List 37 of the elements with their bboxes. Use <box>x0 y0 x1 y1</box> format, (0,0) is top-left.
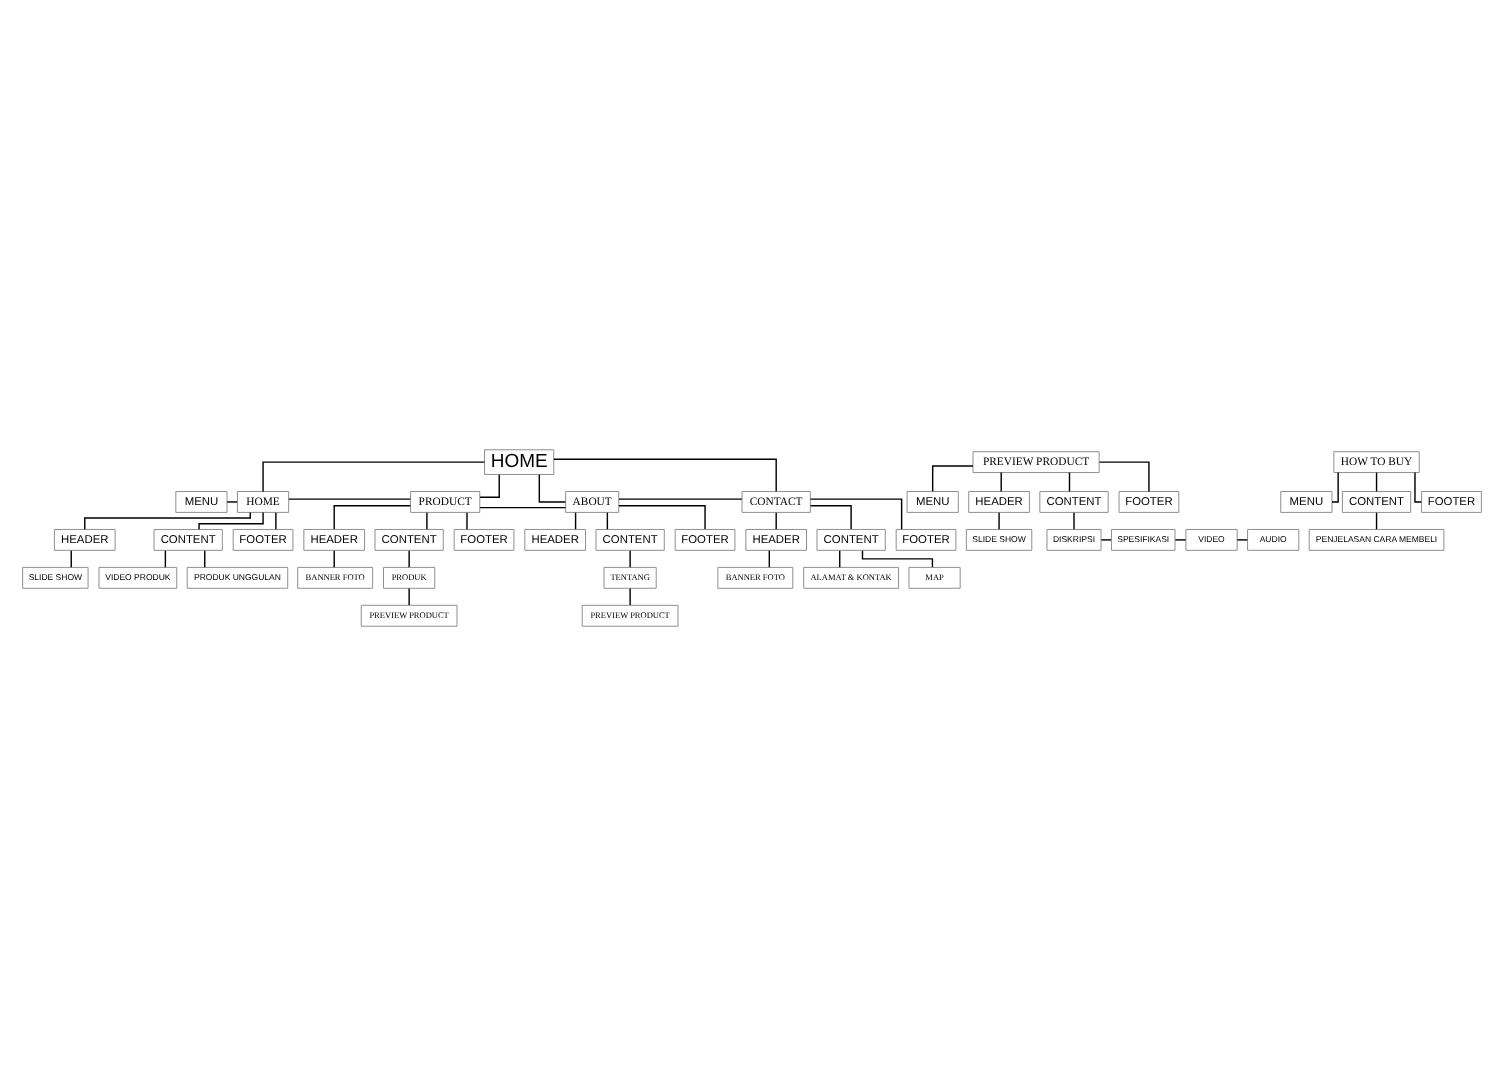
connector <box>198 510 264 529</box>
connector <box>931 464 974 492</box>
connector <box>333 548 335 567</box>
node-box: HOME <box>484 448 555 474</box>
connector <box>408 548 410 567</box>
connector <box>1098 460 1150 492</box>
connector <box>1068 470 1071 492</box>
connector <box>1174 538 1187 540</box>
connector <box>1000 470 1002 492</box>
connector <box>466 511 468 529</box>
connector <box>426 511 428 529</box>
connector <box>1236 538 1248 540</box>
connector <box>809 504 852 529</box>
connector <box>1375 470 1378 492</box>
connector <box>226 500 238 502</box>
connector <box>1073 511 1075 529</box>
connector <box>1331 470 1339 502</box>
connector <box>553 457 777 491</box>
connector <box>861 549 934 567</box>
connector <box>1414 470 1423 502</box>
connector <box>1100 538 1112 540</box>
connector <box>262 460 486 492</box>
connector <box>275 511 277 529</box>
connector <box>333 504 412 529</box>
connector <box>775 511 777 529</box>
connector <box>479 505 567 508</box>
connector <box>629 548 631 567</box>
connector <box>479 473 500 497</box>
connector <box>84 510 251 529</box>
connector <box>998 511 1000 529</box>
connector <box>809 497 903 529</box>
connector <box>618 504 706 529</box>
connector <box>629 586 631 605</box>
connector <box>408 586 410 605</box>
connector <box>538 473 567 502</box>
connector <box>618 497 743 499</box>
connector <box>288 497 411 499</box>
